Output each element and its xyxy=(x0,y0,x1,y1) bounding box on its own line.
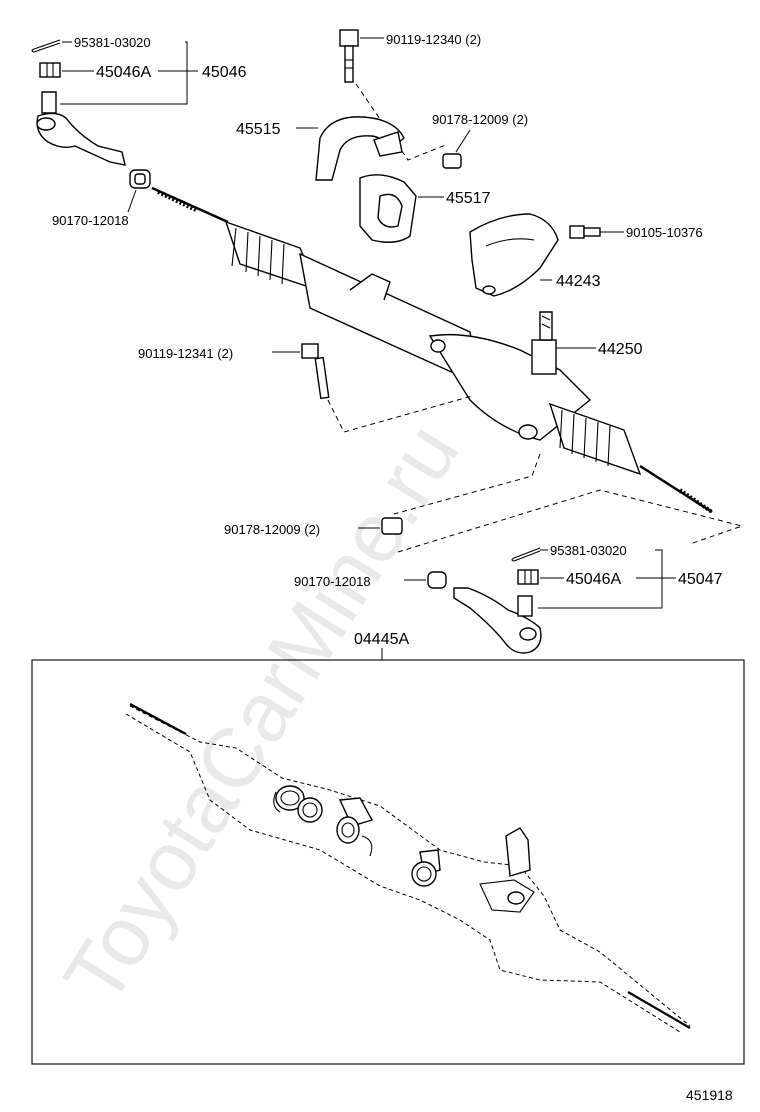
cotter-pin-right-icon xyxy=(511,547,541,562)
tie-rod-end-left-icon xyxy=(36,91,126,166)
nut-left-lower-icon xyxy=(129,169,151,189)
label-bolt-top: 90119-12340 (2) xyxy=(386,32,481,47)
bolt-right-icon xyxy=(569,225,601,239)
label-nut-left-a: 45046A xyxy=(96,64,151,81)
label-nut-right-a: 45046A xyxy=(566,571,621,588)
bolt-top-icon xyxy=(339,29,359,83)
bushing-icon xyxy=(359,174,417,243)
cotter-pin-left-icon xyxy=(31,39,61,53)
label-gear-housing: 44250 xyxy=(598,341,643,358)
watermark-text: ToyotaCarMine.ru xyxy=(46,408,477,1020)
label-tie-rod-end-left: 45046 xyxy=(202,64,247,81)
label-cover: 44243 xyxy=(556,273,601,290)
label-nut-top: 90178-12009 (2) xyxy=(432,112,528,127)
nut-top-icon xyxy=(442,153,462,169)
label-tie-rod-end-right: 45047 xyxy=(678,571,723,588)
nut-bottom-icon xyxy=(381,517,403,535)
kit-frame xyxy=(31,659,745,1065)
label-bolt-right: 90105-10376 xyxy=(626,225,703,240)
nut-right-lower-icon xyxy=(427,571,447,589)
label-nut-right-lower: 90170-12018 xyxy=(294,574,371,589)
label-bracket: 45515 xyxy=(236,121,281,138)
label-cotter-pin-left: 95381-03020 xyxy=(74,35,151,50)
label-bushing: 45517 xyxy=(446,190,491,207)
bracket-icon xyxy=(315,116,405,181)
bolt-mid-icon xyxy=(301,343,330,400)
label-bolt-mid: 90119-12341 (2) xyxy=(138,346,233,361)
nut-right-icon xyxy=(517,569,539,585)
tie-rod-end-right-icon xyxy=(453,587,542,654)
cover-icon xyxy=(469,213,559,297)
seal-rings-icon xyxy=(273,785,437,887)
label-nut-left-lower: 90170-12018 xyxy=(52,213,129,228)
figure-number: 451918 xyxy=(686,1087,733,1103)
label-nut-bottom: 90178-12009 (2) xyxy=(224,522,320,537)
label-kit: 04445A xyxy=(354,631,409,648)
label-cotter-pin-right: 95381-03020 xyxy=(550,543,627,558)
steering-rack-icon xyxy=(151,186,714,514)
nut-left-icon xyxy=(39,62,61,78)
